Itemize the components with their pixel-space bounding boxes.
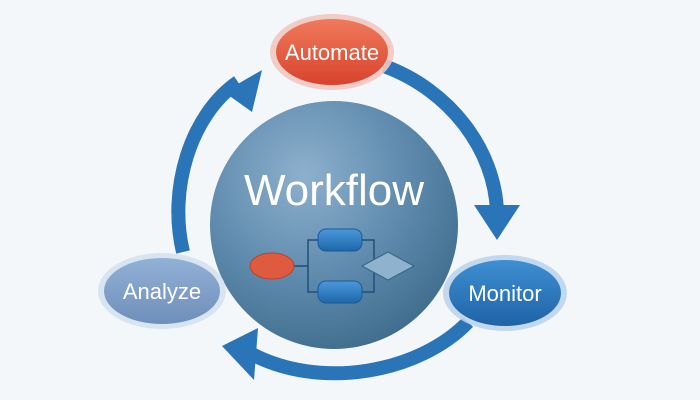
arrow-analyze-to-automate xyxy=(171,76,243,254)
automate-label: Automate xyxy=(285,40,379,65)
curved-arrow-icon xyxy=(474,205,520,240)
automate-ellipse xyxy=(276,19,388,85)
flow-process-box-bottom xyxy=(317,280,363,304)
curved-arrow-icon xyxy=(222,328,258,380)
arrow-heads xyxy=(222,70,520,380)
flow-process-box-top xyxy=(317,228,363,252)
flowchart-icon xyxy=(249,228,416,304)
analyze-ellipse xyxy=(104,258,220,324)
flow-connector xyxy=(362,239,375,266)
curved-arrow-icon xyxy=(224,70,262,112)
flow-connector xyxy=(362,266,375,293)
node-analyze: Analyze xyxy=(98,253,226,329)
flow-connector xyxy=(294,239,318,267)
flow-start-oval xyxy=(249,252,295,280)
node-automate: Automate xyxy=(270,14,394,90)
analyze-label: Analyze xyxy=(123,279,201,304)
arrow-automate-to-monitor xyxy=(381,59,504,213)
flow-decision-diamond xyxy=(360,251,416,281)
center-circle xyxy=(210,101,458,349)
monitor-ellipse xyxy=(449,260,561,326)
center-title: Workflow xyxy=(244,166,424,215)
node-monitor: Monitor xyxy=(443,255,567,331)
cycle-arrows xyxy=(171,59,504,381)
arrow-monitor-to-analyze xyxy=(244,317,474,381)
monitor-label: Monitor xyxy=(468,281,541,306)
flow-connector xyxy=(307,266,318,293)
